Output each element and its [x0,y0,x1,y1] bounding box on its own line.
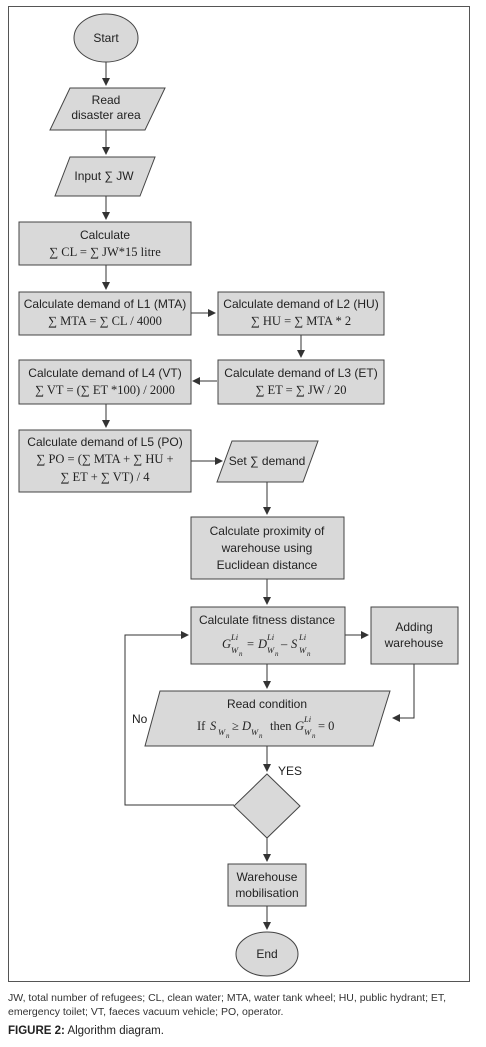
calc-cl-formula: ∑ CL = ∑ JW*15 litre [49,245,161,259]
cond-d-sub: W [251,727,259,737]
cond-g-sub: W [304,727,312,737]
fitness-s-sub: W [299,645,307,655]
fitness-d-sub-n: n [275,650,279,658]
input-jw-label: Input ∑ JW [74,169,134,183]
l1-node: Calculate demand of L1 (MTA) ∑ MTA = ∑ C… [18,291,192,336]
l4-node: Calculate demand of L4 (VT) ∑ VT = (∑ ET… [18,359,192,405]
cond-s: S [210,719,217,733]
figure-frame [8,6,470,982]
cond-s-sub: W [218,727,226,737]
l3-title: Calculate demand of L3 (ET) [224,366,377,380]
cond-g-sup: Li [303,714,312,724]
proximity-line-1: Calculate proximity of [210,524,325,538]
input-jw-node: Input ∑ JW [54,156,156,197]
cond-if: If [197,719,206,733]
start-node: Start [73,13,139,63]
figure-caption: FIGURE 2: Algorithm diagram. [8,1025,164,1037]
caption-text: Algorithm diagram. [67,1025,164,1037]
read-area-line-1: Read [92,93,121,107]
l4-title: Calculate demand of L4 (VT) [28,366,181,380]
read-disaster-area-node: Read disaster area [49,87,166,131]
cond-zero: = 0 [318,719,334,733]
cond-d: D [241,719,251,733]
yes-label: YES [278,764,302,778]
caption-label: FIGURE 2: [8,1025,65,1037]
fitness-title: Calculate fitness distance [199,613,335,627]
read-condition-node: Read condition If S W n ≥ D W n then G L… [144,690,391,747]
fitness-g: G [222,637,231,651]
cond-geq: ≥ [232,719,239,733]
l1-title: Calculate demand of L1 (MTA) [24,297,187,311]
edge-adding-condition [392,664,415,722]
l2-node: Calculate demand of L2 (HU) ∑ HU = ∑ MTA… [217,291,385,336]
calculate-cl-node: Calculate ∑ CL = ∑ JW*15 litre [18,221,192,266]
adding-line-1: Adding [395,620,432,634]
fitness-g-sub: W [231,645,239,655]
fitness-formula: G Li W n = D Li W n – S Li W n [222,632,311,658]
l2-title: Calculate demand of L2 (HU) [223,297,378,311]
end-label: End [256,947,277,961]
proximity-line-3: Euclidean distance [217,558,318,572]
cond-g-sub-n: n [312,732,316,740]
edges [102,62,415,930]
fitness-minus: – [280,637,288,651]
l1-formula: ∑ MTA = ∑ CL / 4000 [48,314,162,328]
footnote: JW, total number of refugees; CL, clean … [8,992,447,1018]
l2-formula: ∑ HU = ∑ MTA * 2 [251,314,351,328]
read-condition-title: Read condition [227,697,307,711]
fitness-s-sub-n: n [307,650,311,658]
fitness-d: D [257,637,267,651]
end-node: End [235,931,299,977]
l5-formula-line-1: ∑ PO = (∑ MTA + ∑ HU + [36,452,173,466]
mobilisation-line-2: mobilisation [235,886,298,900]
flowchart: Start Read disaster area Input ∑ JW Calc… [18,13,459,977]
proximity-node: Calculate proximity of warehouse using E… [190,516,345,580]
cond-g: G [295,719,304,733]
fitness-g-sup: Li [230,632,239,642]
l3-formula: ∑ ET = ∑ JW / 20 [255,383,346,397]
l5-node: Calculate demand of L5 (PO) ∑ PO = (∑ MT… [18,429,192,493]
l5-title: Calculate demand of L5 (PO) [27,435,182,449]
cond-then: then [270,719,292,733]
fitness-eq: = [247,637,254,651]
l4-formula: ∑ VT = (∑ ET *100) / 2000 [35,383,175,397]
condition-formula: If S W n ≥ D W n then G Li W n = 0 [197,714,334,740]
mobilisation-node: Warehouse mobilisation [227,863,307,907]
fitness-node: Calculate fitness distance G Li W n = D … [190,606,346,665]
cond-d-sub-n: n [259,732,263,740]
mobilisation-line-1: Warehouse [237,870,298,884]
set-demand-node: Set ∑ demand [216,440,319,483]
fitness-s-sup: Li [298,632,307,642]
adding-warehouse-node: Adding warehouse [370,606,459,665]
proximity-line-2: warehouse using [221,541,313,555]
l3-node: Calculate demand of L3 (ET) ∑ ET = ∑ JW … [217,359,385,405]
fitness-d-sup: Li [266,632,275,642]
no-label: No [132,712,148,726]
cond-s-sub-n: n [226,732,230,740]
fitness-s: S [291,637,298,651]
set-demand-label: Set ∑ demand [229,454,306,468]
adding-line-2: warehouse [384,636,444,650]
edge-no-loop [124,631,234,806]
read-area-line-2: disaster area [71,108,141,122]
l5-formula-line-2: ∑ ET + ∑ VT) / 4 [61,470,151,484]
start-label: Start [93,31,119,45]
fitness-g-sub-n: n [239,650,243,658]
decision-diamond [233,773,301,839]
fitness-d-sub: W [267,645,275,655]
calc-cl-title: Calculate [80,228,130,242]
